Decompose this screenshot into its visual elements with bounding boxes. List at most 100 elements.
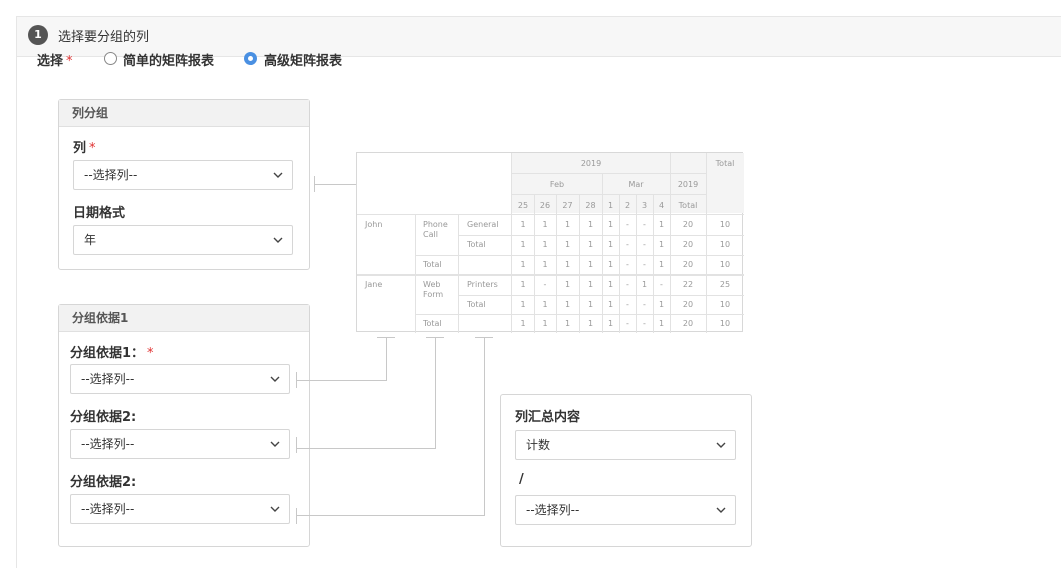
slash-label: / [519,472,524,487]
matrix-row-sub: Total [423,319,442,328]
matrix-grid-line [706,153,707,333]
matrix-cell: 1 [520,319,526,328]
required-mark: * [66,54,73,69]
report-type-label: 选择* [37,54,73,69]
chevron-down-icon [270,506,280,512]
matrix-row-cat: Total [467,300,486,309]
matrix-cell: 1 [587,280,594,289]
matrix-cell: 1 [658,240,665,249]
matrix-row-name: John [365,220,383,229]
connector-group-2 [296,448,436,449]
matrix-cell: - [626,260,629,269]
matrix-day-header: 25 [517,201,529,210]
matrix-cell: 1 [658,319,665,328]
matrix-cell: 1 [607,300,614,309]
matrix-cell: 1 [520,280,526,289]
matrix-day-header: 27 [562,201,573,210]
connector-group-2 [426,337,444,338]
matrix-cell: 1 [658,220,665,229]
matrix-cell: - [643,240,646,249]
group-by-2-select[interactable]: --选择列-- [70,429,290,459]
matrix-grid-line [415,255,744,256]
group-by-3-select[interactable]: --选择列-- [70,494,290,524]
chevron-down-icon [716,442,726,448]
matrix-cell: - [643,300,646,309]
matrix-day-header: 2 [624,201,631,210]
matrix-cell: - [643,260,646,269]
matrix-year-sub: 2019 [677,180,699,189]
matrix-cell: 1 [542,220,548,229]
matrix-cell-total2: 25 [719,280,731,289]
matrix-day-header: 26 [539,201,551,210]
matrix-grid-line [458,214,459,333]
chevron-down-icon [270,441,280,447]
matrix-cell: 1 [587,300,594,309]
matrix-cell: 1 [658,300,665,309]
date-format-label: 日期格式 [73,206,126,221]
matrix-cell: 1 [607,260,614,269]
matrix-cell: - [660,280,663,289]
matrix-cell: 1 [564,240,571,249]
column-summary-label: 列汇总内容 [515,410,581,425]
matrix-cell-total: 20 [682,300,694,309]
matrix-grid-line [556,194,557,333]
radio-advanced-matrix-label[interactable]: 高级矩阵报表 [264,54,343,69]
matrix-cell: 1 [641,280,648,289]
matrix-cell-total: 20 [682,319,694,328]
report-type-selector: 选择* 简单的矩阵报表 高级矩阵报表 [37,50,357,69]
group-by-3-label: 分组依据2: [70,475,137,490]
summary-column-select[interactable]: --选择列-- [515,495,736,525]
matrix-grid-line [458,295,744,296]
connector-group-3 [296,515,485,516]
date-format-select[interactable]: 年 [73,225,293,255]
matrix-cell-total2: 10 [719,220,731,229]
matrix-grid-line [670,153,671,333]
matrix-cell: 1 [542,260,548,269]
group-by-1-select[interactable]: --选择列-- [70,364,290,394]
matrix-cell: - [643,319,646,328]
radio-simple-matrix-label[interactable]: 简单的矩阵报表 [123,54,215,69]
matrix-grid-line [619,194,620,333]
radio-advanced-matrix[interactable] [244,52,257,65]
matrix-cell: 1 [587,220,594,229]
column-group-box: 列分组 列* --选择列-- 日期格式 年 [58,99,310,270]
summary-type-select[interactable]: 计数 [515,430,736,460]
matrix-grid-line [653,194,654,333]
chevron-down-icon [273,237,283,243]
matrix-row-cat: General [467,220,499,229]
connector-group-1 [377,337,395,338]
matrix-grid-line [357,214,744,215]
matrix-cell: - [643,220,646,229]
matrix-cell: 1 [542,300,548,309]
matrix-cell: 1 [658,260,665,269]
matrix-grid-line [534,194,535,333]
connector-group-1 [386,337,387,381]
matrix-grid-line [415,214,416,333]
connector-group-2 [296,437,297,453]
matrix-cell: - [543,280,547,289]
matrix-cell: 1 [587,319,594,328]
matrix-cell-total: 20 [682,260,694,269]
column-select[interactable]: --选择列-- [73,160,293,190]
group-by-box: 分组依据1 分组依据1：* --选择列-- 分组依据2: --选择列-- 分组依… [58,304,310,547]
matrix-cell: 1 [520,260,526,269]
panel-header: 1 选择要分组的列 [17,17,1061,57]
matrix-cell: 1 [520,300,526,309]
matrix-total-sub: Total [678,201,698,210]
matrix-cell-total: 20 [682,220,694,229]
column-label: 列* [73,141,96,156]
group-by-header: 分组依据1 [59,305,309,332]
group-by-1-label: 分组依据1：* [70,346,154,361]
matrix-cell: 1 [564,220,571,229]
column-summary-box: 列汇总内容 计数 / --选择列-- [500,394,752,547]
matrix-cell: 1 [520,220,526,229]
matrix-grid-line [602,173,603,333]
matrix-grid-line [458,235,744,236]
radio-simple-matrix[interactable] [104,52,117,65]
chevron-down-icon [270,376,280,382]
matrix-cell: 1 [607,220,614,229]
matrix-year: 2019 [580,159,602,168]
chevron-down-icon [716,507,726,513]
matrix-cell-total2: 10 [719,240,731,249]
